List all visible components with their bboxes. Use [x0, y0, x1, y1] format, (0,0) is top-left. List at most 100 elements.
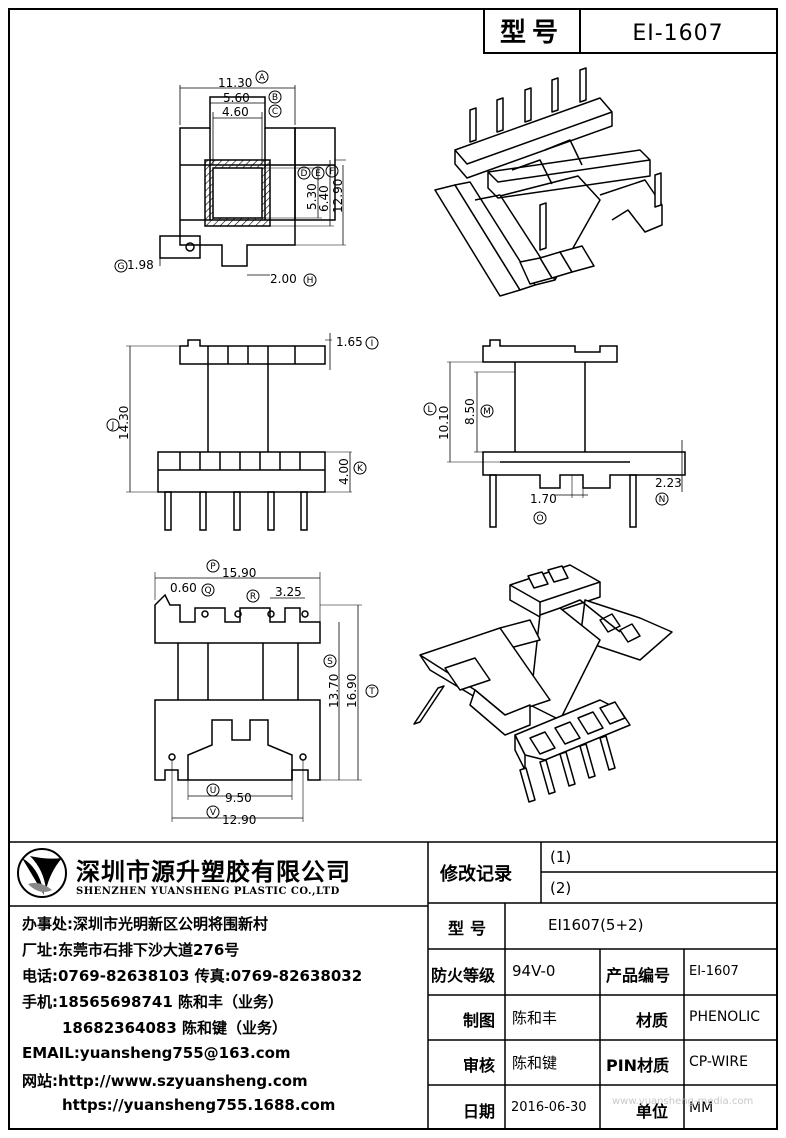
date-label: 日期: [463, 1102, 496, 1121]
marker-v: [206, 805, 220, 819]
marker-q: [201, 583, 215, 597]
dim-b: 5.60: [223, 91, 250, 105]
dim-m: 8.50: [463, 398, 477, 425]
title-block-grid: [9, 841, 777, 1129]
marker-e: [311, 166, 325, 180]
svg-text:J: J: [111, 421, 115, 431]
marker-n: [655, 492, 669, 506]
dim-j: 14.30: [117, 406, 131, 440]
marker-f: [325, 164, 339, 178]
dim-s: 13.70: [327, 674, 341, 708]
marker-g: [114, 259, 128, 273]
revision-2: (2): [550, 879, 572, 897]
svg-text:D: D: [301, 169, 308, 179]
watermark: www.yuansheng-media.com: [612, 1096, 754, 1107]
email: EMAIL:yuansheng755@163.com: [22, 1044, 291, 1062]
unit-value: MM: [689, 1100, 714, 1116]
svg-text:Q: Q: [204, 586, 211, 596]
material-value: PHENOLIC: [689, 1009, 761, 1025]
dim-c: 4.60: [222, 105, 249, 119]
dim-a: 11.30: [218, 76, 252, 90]
dim-t: 16.90: [345, 674, 359, 708]
office-address: 办事处:深圳市光明新区公明将围新村: [22, 915, 269, 933]
model-label: 型号: [448, 919, 493, 938]
dim-f: 12.90: [331, 179, 345, 213]
marker-r: [246, 589, 260, 603]
marker-d: [297, 166, 311, 180]
svg-text:I: I: [371, 339, 374, 349]
svg-text:T: T: [368, 687, 375, 697]
side-view: [447, 339, 686, 528]
pin-value: CP-WIRE: [689, 1054, 748, 1070]
svg-text:U: U: [210, 786, 217, 796]
top-view-dims: 11.30 5.60 4.60 5.30 6.40 12.90 1.98 2.0…: [127, 76, 345, 286]
check-value: 陈和键: [512, 1054, 558, 1072]
marker-m: [480, 404, 494, 418]
svg-text:K: K: [357, 464, 364, 474]
dimension-markers: [106, 70, 669, 819]
bottom-view: [154, 572, 362, 822]
svg-text:B: B: [272, 93, 278, 103]
mobile-1: 手机:18565698741 陈和丰（业务）: [22, 993, 284, 1011]
dim-i: 1.65: [336, 335, 363, 349]
marker-b: [268, 90, 282, 104]
front-view: [126, 333, 352, 531]
marker-u: [206, 783, 220, 797]
marker-p: [206, 559, 220, 573]
dim-n: 2.23: [655, 476, 682, 490]
marker-c: [268, 104, 282, 118]
marker-l: [423, 402, 437, 416]
marker-s: [323, 654, 337, 668]
code-label: 产品编号: [606, 966, 671, 985]
website-1: 网站:http://www.szyuansheng.com: [22, 1072, 308, 1090]
marker-o: [533, 511, 547, 525]
svg-text:E: E: [315, 169, 321, 179]
marker-j: [106, 418, 120, 432]
svg-text:R: R: [250, 592, 256, 602]
flame-label: 防火等级: [431, 966, 496, 985]
dim-d: 5.30: [305, 183, 319, 210]
flame-value: 94V-0: [512, 962, 556, 980]
svg-text:V: V: [210, 808, 217, 818]
side-view-dims: 10.10 8.50 2.23 1.70: [437, 398, 682, 506]
header-box: 型号 EI-1607: [483, 8, 778, 54]
marker-i: [365, 336, 379, 350]
svg-text:L: L: [427, 405, 432, 415]
code-value: EI-1607: [689, 964, 739, 979]
svg-text:G: G: [118, 262, 125, 272]
svg-text:F: F: [329, 167, 334, 177]
drawn-label: 制图: [463, 1011, 496, 1030]
top-view: [159, 85, 346, 276]
front-view-dims: 1.65 14.30 4.00: [117, 335, 363, 485]
dim-l: 10.10: [437, 406, 451, 440]
drawn-value: 陈和丰: [512, 1009, 558, 1027]
isometric-view-top: [434, 67, 663, 297]
phone-fax: 电话:0769-82638103 传真:0769-82638032: [22, 967, 363, 985]
dim-u: 9.50: [225, 791, 252, 805]
model-value: EI1607(5+2): [548, 916, 644, 934]
date-value: 2016-06-30: [511, 1100, 587, 1115]
revision-1: (1): [550, 848, 572, 866]
svg-text:C: C: [272, 107, 278, 117]
dim-q: 0.60: [170, 581, 197, 595]
svg-text:S: S: [327, 657, 333, 667]
company-name-cn: 深圳市源升塑胶有限公司: [76, 858, 351, 886]
factory-address: 厂址:东莞市石排下沙大道276号: [22, 941, 240, 959]
bottom-view-dims: 15.90 0.60 3.25 13.70 16.90 9.50 12.90: [170, 566, 359, 827]
svg-text:M: M: [483, 407, 491, 417]
website-2: https://yuansheng755.1688.com: [62, 1096, 336, 1114]
mobile-2: 18682364083 陈和键（业务）: [62, 1019, 288, 1037]
header-model-value: EI-1607: [632, 21, 723, 46]
outer-border: [8, 8, 778, 1130]
marker-a: [255, 70, 269, 84]
dim-g: 1.98: [127, 258, 154, 272]
marker-h: [303, 273, 317, 287]
revision-label: 修改记录: [440, 864, 512, 885]
dim-k: 4.00: [337, 458, 351, 485]
pin-label: PIN材质: [606, 1056, 670, 1075]
unit-label: 单位: [636, 1102, 669, 1121]
company-logo: [17, 848, 67, 898]
marker-k: [353, 461, 367, 475]
svg-text:A: A: [259, 73, 266, 83]
